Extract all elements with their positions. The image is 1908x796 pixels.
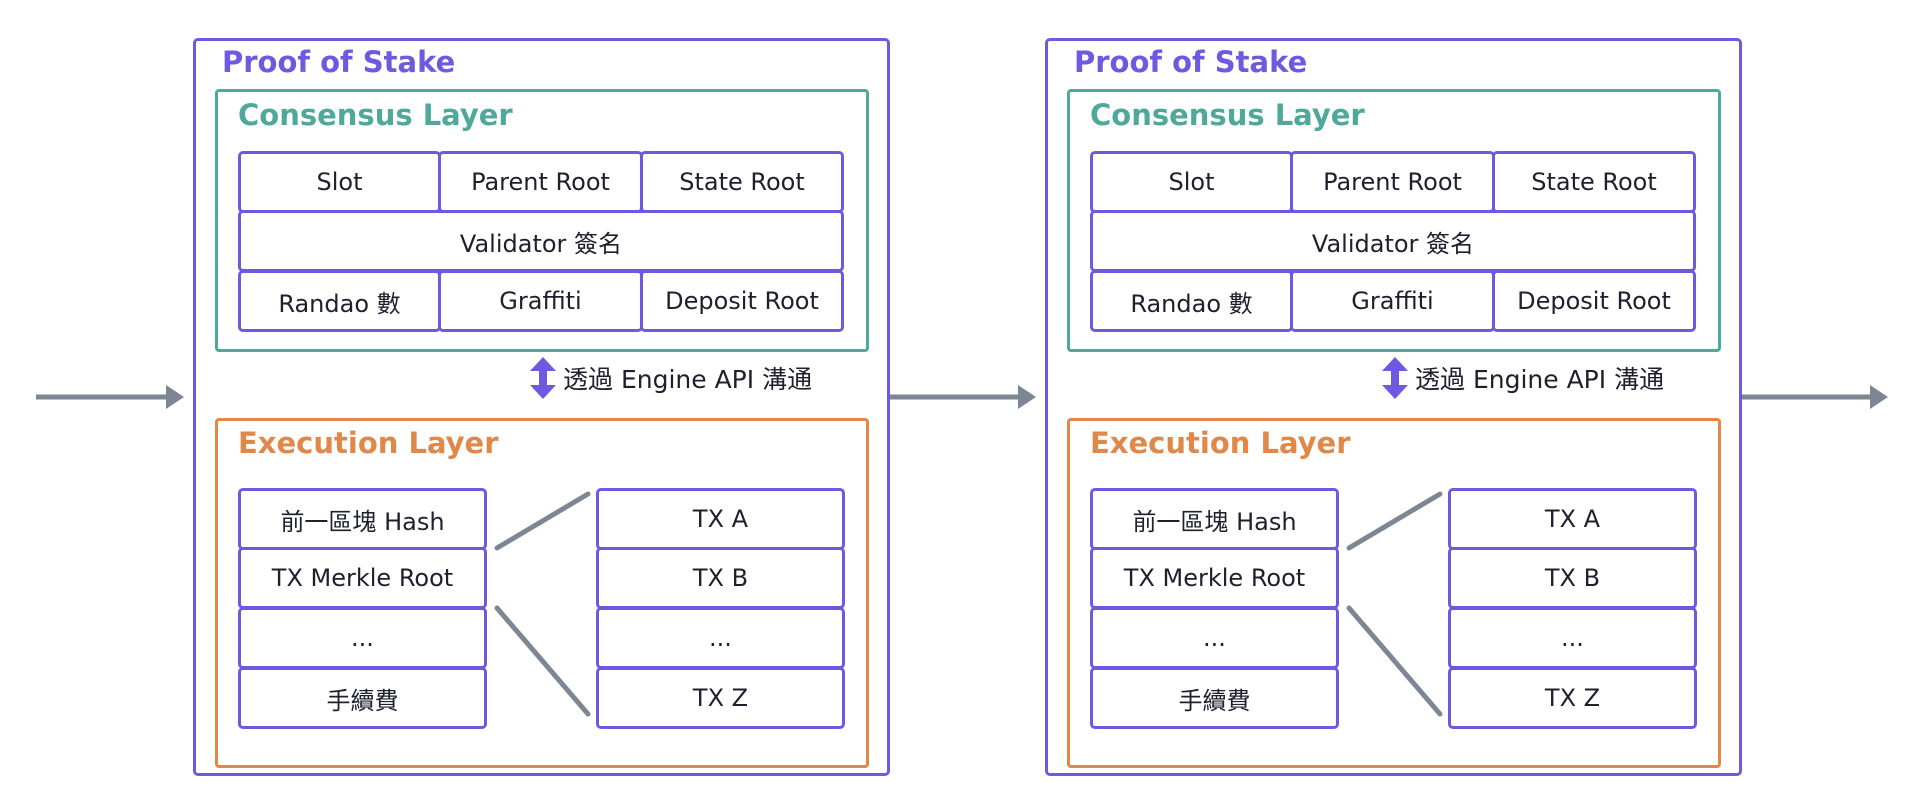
ellipsis-field-cell: ... bbox=[238, 607, 487, 669]
tx-a-cell: TX A bbox=[596, 488, 845, 550]
tx-z-cell: TX Z bbox=[1448, 667, 1697, 729]
fee-cell: 手續費 bbox=[1090, 667, 1339, 729]
deposit-root-cell: Deposit Root bbox=[1492, 270, 1696, 332]
state-root-cell: State Root bbox=[1492, 151, 1696, 213]
engine-api-label: 透過 Engine API 溝通 bbox=[1381, 357, 1664, 399]
randao-cell: Randao 數 bbox=[1090, 270, 1293, 332]
engine-api-label: 透過 Engine API 溝通 bbox=[529, 357, 812, 399]
deposit-root-cell: Deposit Root bbox=[640, 270, 844, 332]
consensus-layer-title: Consensus Layer bbox=[1090, 98, 1365, 132]
graffiti-cell: Graffiti bbox=[1290, 270, 1495, 332]
execution-layer-frame bbox=[215, 418, 869, 768]
proof-of-stake-title: Proof of Stake bbox=[1074, 45, 1308, 79]
tx-a-cell: TX A bbox=[1448, 488, 1697, 550]
engine-api-text: 透過 Engine API 溝通 bbox=[1415, 365, 1665, 394]
tx-b-cell: TX B bbox=[1448, 547, 1697, 609]
tx-merkle-root-cell: TX Merkle Root bbox=[238, 547, 487, 609]
tx-z-cell: TX Z bbox=[596, 667, 845, 729]
tx-ellipsis-cell: ... bbox=[596, 607, 845, 669]
parent-root-cell: Parent Root bbox=[1290, 151, 1495, 213]
slot-cell: Slot bbox=[1090, 151, 1293, 213]
consensus-layer-title: Consensus Layer bbox=[238, 98, 513, 132]
parent-root-cell: Parent Root bbox=[438, 151, 643, 213]
ellipsis-field-cell: ... bbox=[1090, 607, 1339, 669]
block-2: Proof of Stake Consensus Layer Slot Pare… bbox=[1045, 38, 1742, 776]
tx-merkle-root-cell: TX Merkle Root bbox=[1090, 547, 1339, 609]
chain-arrow-in-head bbox=[166, 385, 184, 409]
chain-arrow-middle-head bbox=[1018, 385, 1036, 409]
execution-layer-title: Execution Layer bbox=[238, 426, 499, 460]
slot-cell: Slot bbox=[238, 151, 441, 213]
block-1: Proof of Stake Consensus Layer Slot Pare… bbox=[193, 38, 890, 776]
validator-signature-cell: Validator 簽名 bbox=[238, 210, 844, 272]
execution-layer-frame bbox=[1067, 418, 1721, 768]
consensus-layer-frame bbox=[215, 89, 869, 352]
validator-signature-cell: Validator 簽名 bbox=[1090, 210, 1696, 272]
proof-of-stake-frame bbox=[193, 38, 890, 776]
chain-arrow-out-head bbox=[1870, 385, 1888, 409]
double-arrow-icon bbox=[530, 357, 556, 399]
consensus-layer-frame bbox=[1067, 89, 1721, 352]
proof-of-stake-title: Proof of Stake bbox=[222, 45, 456, 79]
execution-layer-title: Execution Layer bbox=[1090, 426, 1351, 460]
tx-ellipsis-cell: ... bbox=[1448, 607, 1697, 669]
state-root-cell: State Root bbox=[640, 151, 844, 213]
prev-block-hash-cell: 前一區塊 Hash bbox=[238, 488, 487, 550]
fee-cell: 手續費 bbox=[238, 667, 487, 729]
proof-of-stake-frame bbox=[1045, 38, 1742, 776]
engine-api-text: 透過 Engine API 溝通 bbox=[563, 365, 813, 394]
double-arrow-icon bbox=[1382, 357, 1408, 399]
graffiti-cell: Graffiti bbox=[438, 270, 643, 332]
tx-b-cell: TX B bbox=[596, 547, 845, 609]
prev-block-hash-cell: 前一區塊 Hash bbox=[1090, 488, 1339, 550]
randao-cell: Randao 數 bbox=[238, 270, 441, 332]
